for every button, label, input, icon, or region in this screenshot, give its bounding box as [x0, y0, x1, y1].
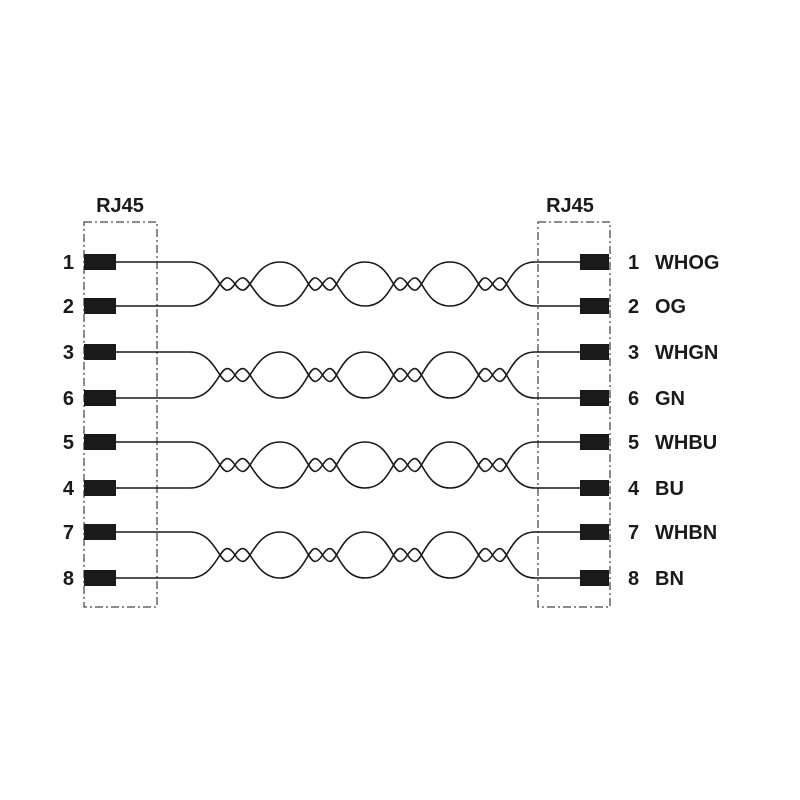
- left-pin-terminal: [84, 390, 116, 406]
- left-pin-number: 2: [63, 296, 74, 318]
- left-pin-number: 7: [63, 522, 74, 544]
- twisted-pair-wires: [116, 261, 580, 579]
- left-pin-number: 5: [63, 432, 74, 454]
- left-pin-number: 6: [63, 388, 74, 410]
- left-pin-number: 4: [63, 478, 75, 500]
- left-pin-terminal: [84, 524, 116, 540]
- wire-pair-4-b: [116, 531, 580, 579]
- wire-color-code: WHBN: [655, 522, 717, 544]
- pin-terminals: [84, 254, 609, 586]
- left-pin-number: 8: [63, 568, 74, 590]
- wire-pair-2-b: [116, 351, 580, 399]
- left-pin-terminal: [84, 434, 116, 450]
- left-pin-number: 1: [63, 252, 74, 274]
- right-pin-number: 3: [628, 342, 639, 364]
- left-pin-terminal: [84, 344, 116, 360]
- right-pin-terminal: [580, 524, 609, 540]
- right-pin-number: 4: [628, 478, 640, 500]
- right-pin-terminal: [580, 344, 609, 360]
- right-connector-outline: [537, 221, 611, 608]
- left-connector: RJ45: [83, 195, 158, 608]
- left-pin-terminal: [84, 480, 116, 496]
- wire-pair-3-a: [116, 441, 580, 489]
- left-connector-title: RJ45: [96, 195, 144, 217]
- right-pin-number: 8: [628, 568, 639, 590]
- right-pin-number: 2: [628, 296, 639, 318]
- right-pin-terminal: [580, 298, 609, 314]
- wire-color-code: BN: [655, 568, 684, 590]
- left-pin-terminal: [84, 570, 116, 586]
- wire-color-code: WHOG: [655, 252, 719, 274]
- right-pin-terminal: [580, 570, 609, 586]
- wire-color-code: WHGN: [655, 342, 718, 364]
- right-pin-number: 1: [628, 252, 639, 274]
- right-pin-terminal: [580, 390, 609, 406]
- left-pin-number: 3: [63, 342, 74, 364]
- wire-color-code: GN: [655, 388, 685, 410]
- left-pin-terminal: [84, 254, 116, 270]
- right-pin-number: 6: [628, 388, 639, 410]
- wire-pair-1-b: [116, 261, 580, 307]
- right-pin-terminal: [580, 254, 609, 270]
- wire-pair-4-a: [116, 531, 580, 579]
- wire-pair-2-a: [116, 351, 580, 399]
- right-pin-terminal: [580, 434, 609, 450]
- right-pin-number: 5: [628, 432, 639, 454]
- left-pin-terminal: [84, 298, 116, 314]
- wire-pair-3-b: [116, 441, 580, 489]
- right-connector-title: RJ45: [546, 195, 594, 217]
- right-connector: RJ45: [537, 195, 611, 608]
- pin-labels: 1 1 WHOG 2 2 OG 3 3 WHGN 6 6 GN 5 5 WHBU 4 4 BU 7 7 WHBN 8 8 BN: [63, 252, 720, 590]
- wire-color-code: BU: [655, 478, 684, 500]
- wire-color-code: WHBU: [655, 432, 717, 454]
- wire-color-code: OG: [655, 296, 686, 318]
- wire-pair-1-a: [116, 261, 580, 307]
- left-connector-outline: [83, 221, 158, 608]
- right-pin-terminal: [580, 480, 609, 496]
- right-pin-number: 7: [628, 522, 639, 544]
